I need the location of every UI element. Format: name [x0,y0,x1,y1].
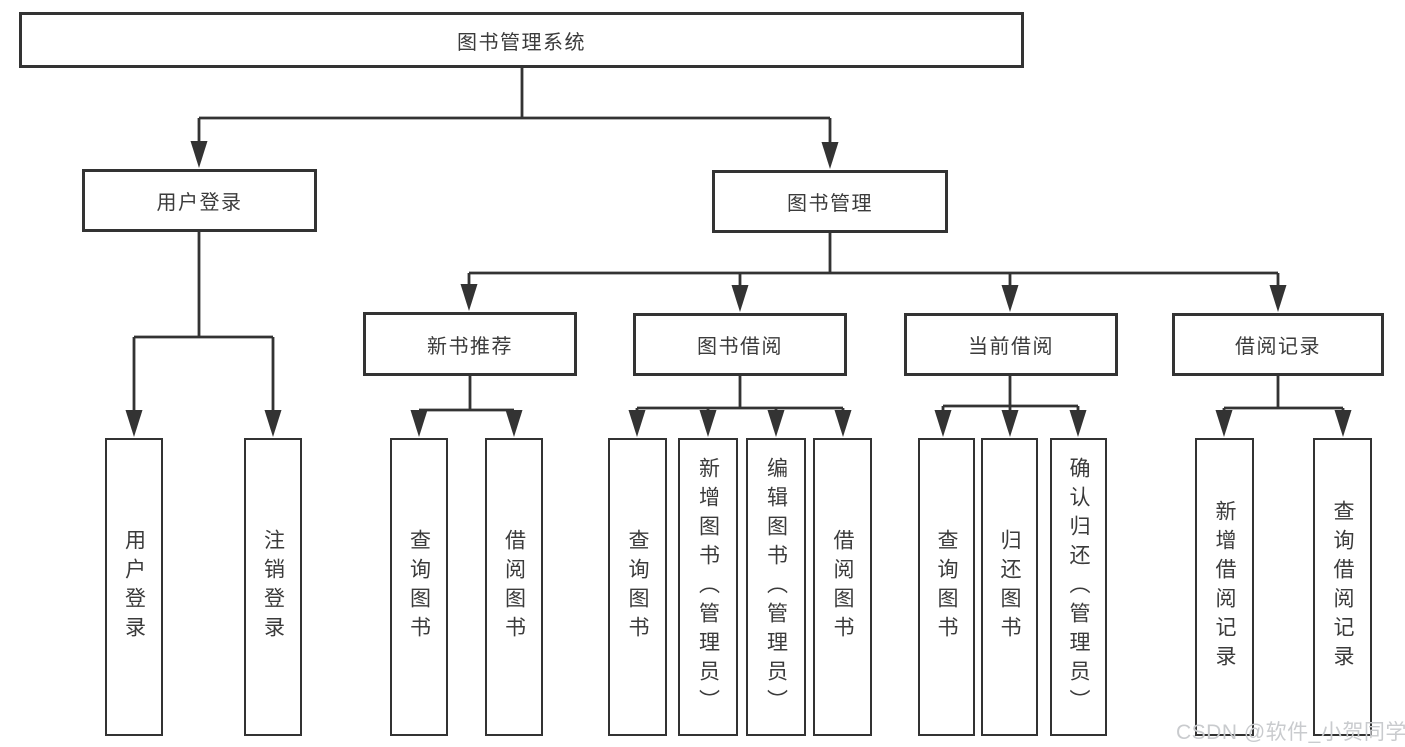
node-book-borrowing: 图书借阅 [633,313,847,376]
arrow-down-icon [731,285,749,312]
node-book-management-label: 图书管理 [787,193,873,215]
leaf-borrowing-add-book-admin: 新增图书（管理员） [678,438,738,736]
leaf-borrowing-edit-book-admin-label: 编辑图书（管理员） [764,456,788,718]
arrow-down-icon [1269,285,1287,312]
node-new-book-recommend: 新书推荐 [363,312,577,376]
csdn-watermark: CSDN @软件_小贺同学 [1176,721,1405,744]
connector-lines [132,68,1345,414]
leaf-newbook-query-book: 查询图书 [390,438,448,736]
arrow-down-icon [767,410,785,437]
leaf-current-confirm-return-admin-label: 确认归还（管理员） [1067,456,1090,718]
leaf-borrowing-edit-book-admin: 编辑图书（管理员） [746,438,806,736]
arrow-down-icon [410,410,428,437]
node-book-borrowing-label: 图书借阅 [697,336,783,358]
leaf-borrowing-query-book-label: 查询图书 [626,529,649,645]
leaf-newbook-query-book-label: 查询图书 [407,529,431,645]
arrow-down-icon [699,410,717,437]
node-borrowing-records: 借阅记录 [1172,313,1384,376]
node-user-login-label: 用户登录 [156,192,243,214]
arrow-down-icon [264,410,282,437]
leaf-record-add-borrow-record-label: 新增借阅记录 [1213,500,1236,674]
leaf-record-query-borrow-record-label: 查询借阅记录 [1331,500,1354,674]
arrow-down-icon [460,284,478,311]
leaf-borrowing-query-book: 查询图书 [608,438,667,736]
arrow-down-icon [1334,410,1352,437]
leaf-current-return-book: 归还图书 [981,438,1038,736]
leaf-borrowing-add-book-admin-label: 新增图书（管理员） [696,456,720,718]
node-user-login: 用户登录 [82,169,317,232]
arrow-down-icon [190,141,208,168]
arrow-down-icon [934,410,952,437]
leaf-record-query-borrow-record: 查询借阅记录 [1313,438,1372,736]
leaf-newbook-borrow-book-label: 借阅图书 [502,529,526,645]
node-new-book-recommend-label: 新书推荐 [427,335,513,358]
arrow-down-icon [1001,285,1019,312]
leaf-record-add-borrow-record: 新增借阅记录 [1195,438,1254,736]
node-root-label: 图书管理系统 [457,31,586,54]
leaf-logout: 注销登录 [244,438,302,736]
arrow-down-icon [125,410,143,437]
arrow-down-icon [505,410,523,437]
leaf-logout-label: 注销登录 [261,529,285,645]
leaf-borrowing-borrow-book: 借阅图书 [813,438,872,736]
node-root-system: 图书管理系统 [19,12,1024,68]
leaf-newbook-borrow-book: 借阅图书 [485,438,543,736]
arrow-down-icon [1069,410,1087,437]
leaf-current-confirm-return-admin: 确认归还（管理员） [1050,438,1107,736]
arrow-down-icon [834,410,852,437]
leaf-current-query-book: 查询图书 [918,438,975,736]
node-current-borrowing-label: 当前借阅 [968,336,1054,358]
arrow-down-icon [1001,410,1019,437]
arrowheads [125,141,1352,437]
arrow-down-icon [1215,410,1233,437]
node-current-borrowing: 当前借阅 [904,313,1118,376]
leaf-user-login: 用户登录 [105,438,163,736]
arrow-down-icon [628,410,646,437]
leaf-user-login-label: 用户登录 [122,529,146,645]
node-borrowing-records-label: 借阅记录 [1235,336,1321,358]
leaf-current-return-book-label: 归还图书 [998,529,1021,645]
arrow-down-icon [821,142,839,169]
node-book-management: 图书管理 [712,170,948,233]
leaf-borrowing-borrow-book-label: 借阅图书 [831,529,854,645]
leaf-current-query-book-label: 查询图书 [935,529,958,645]
